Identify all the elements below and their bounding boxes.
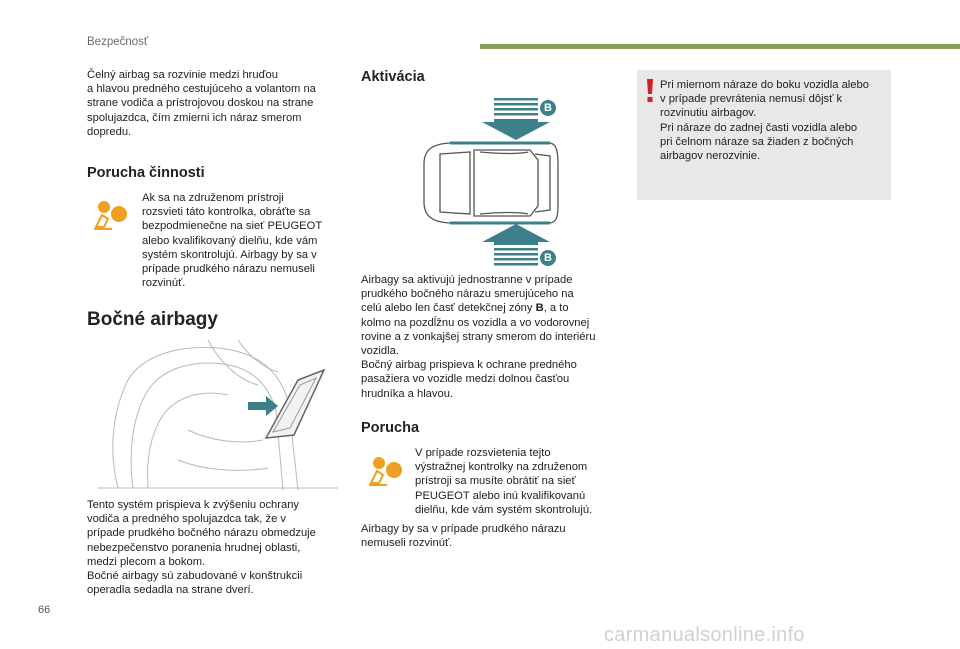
warning-text: Pri miernom náraze do boku vozidla alebo… [660, 79, 869, 163]
failure-text: V prípade rozsvietenia tejto výstražnej … [415, 447, 593, 516]
activation-text-part1: Airbagy sa aktivujú jednostranne v prípa… [361, 274, 574, 315]
intro-text: Čelný airbag sa rozvinie medzi hruďou a … [87, 69, 316, 138]
activation-text-part2: , a to kolmo na pozdĺžnu os vozidla a vo… [361, 302, 596, 400]
malfunction-text: Ak sa na združenom prístroji rozsvieti t… [142, 192, 323, 290]
seat-airbag-illustration [88, 339, 348, 491]
detection-zone-diagram [410, 94, 560, 270]
page-number: 66 [38, 604, 51, 616]
watermark: carmanualsonline.info [604, 624, 805, 646]
section-title: Bezpečnosť [87, 36, 149, 48]
zone-b-badge-top: B [540, 100, 556, 116]
zone-b-reference: B [535, 302, 544, 315]
activation-heading: Aktivácia [361, 69, 425, 85]
airbag-warning-icon [365, 453, 405, 489]
zone-b-badge-bottom: B [540, 250, 556, 266]
malfunction-heading: Porucha činnosti [87, 165, 205, 181]
failure-heading: Porucha [361, 420, 420, 436]
exclamation-icon [645, 79, 655, 103]
side-airbags-heading: Bočné airbagy [87, 309, 218, 330]
failure-note: Airbagy by sa v prípade prudkého nárazu … [361, 523, 566, 550]
warning-note-box [637, 70, 891, 200]
airbag-warning-icon [90, 197, 130, 233]
side-airbags-text: Tento systém prispieva k zvýšeniu ochran… [87, 499, 316, 597]
activation-text: Airbagy sa aktivujú jednostranne v prípa… [361, 273, 631, 401]
header-divider [480, 44, 960, 49]
